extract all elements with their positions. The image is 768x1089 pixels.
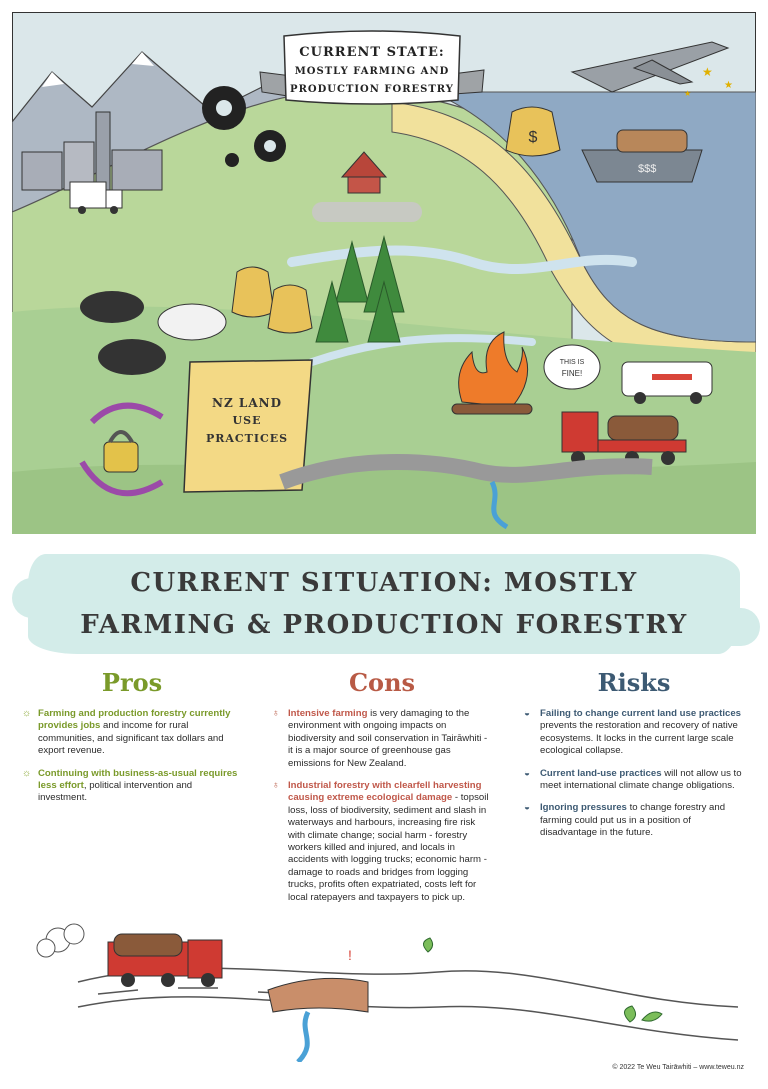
title-wash-left xyxy=(12,578,172,618)
gear-icon xyxy=(202,86,286,167)
svg-text:PRACTICES: PRACTICES xyxy=(206,432,288,445)
ambulance-icon xyxy=(621,361,713,404)
mushroom-icon: ♁ xyxy=(272,708,280,719)
svg-text:!: ! xyxy=(348,947,352,963)
risks-column: Risks ◒ Failing to change current land u… xyxy=(524,668,744,850)
marae-house xyxy=(340,151,388,194)
cons-column: Cons ♁ Intensive farming is very damagin… xyxy=(272,668,492,914)
risks-item: ◒ Failing to change current land use pra… xyxy=(524,708,741,757)
drop-icon: ◒ xyxy=(524,708,531,719)
risks-heading: Risks xyxy=(597,668,671,697)
title-band: CURRENT SITUATION: MOSTLY FARMING & PROD… xyxy=(0,548,768,660)
page-title: CURRENT SITUATION: MOSTLY FARMING & PROD… xyxy=(60,562,708,646)
logging-truck-icon xyxy=(107,933,223,987)
svg-text:$$$: $$$ xyxy=(638,163,656,175)
svg-text:★: ★ xyxy=(684,89,691,98)
fire-icon xyxy=(451,331,533,415)
copyright-footer: © 2022 Te Weu Tairāwhiti – www.teweu.nz xyxy=(612,1064,744,1071)
banner-line-3: PRODUCTION FORESTRY xyxy=(290,84,454,95)
cattle xyxy=(80,291,227,375)
sun-icon: ☼ xyxy=(22,708,32,719)
pros-item: ☼ Continuing with business-as-usual requ… xyxy=(22,767,238,804)
speech-bubble: THIS IS FINE! xyxy=(543,344,601,390)
cons-item: ♁ Industrial forestry with clearfell har… xyxy=(272,780,489,903)
cons-item: ♁ Intensive farming is very damaging to … xyxy=(272,708,488,769)
title-banner: CURRENT STATE: MOSTLY FARMING AND PRODUC… xyxy=(259,30,485,105)
svg-text:USE: USE xyxy=(233,414,262,427)
risks-item: ◒ Current land-use practices will not al… xyxy=(524,767,742,792)
drop-icon: ◒ xyxy=(524,767,531,779)
sprout-icon xyxy=(423,937,663,1023)
page-title-line-1: CURRENT SITUATION: MOSTLY xyxy=(130,568,638,598)
svg-text:THIS IS: THIS IS xyxy=(560,359,585,366)
pros-item: ☼ Farming and production forestry curren… xyxy=(22,708,231,757)
pine-trees xyxy=(315,235,405,343)
hero-illustration: CURRENT STATE: MOSTLY FARMING AND PRODUC… xyxy=(12,12,756,534)
pros-heading: Pros xyxy=(101,668,163,697)
mushroom-icon: ♁ xyxy=(272,780,280,792)
drop-icon: ◒ xyxy=(524,802,531,814)
title-wash-right xyxy=(590,608,760,646)
sun-icon: ☼ xyxy=(22,767,32,779)
pros-column: Pros ☼ Farming and production forestry c… xyxy=(22,668,242,815)
svg-text:$: $ xyxy=(529,129,538,146)
risks-item: ◒ Ignoring pressures to change forestry … xyxy=(524,802,726,839)
svg-text:FINE!: FINE! xyxy=(562,369,582,378)
cargo-ship: $$$ xyxy=(581,129,703,183)
money-sacks xyxy=(231,266,313,334)
bottom-illustration: ! xyxy=(18,912,758,1064)
page-title-line-2: FARMING & PRODUCTION FORESTRY xyxy=(80,610,688,640)
padlock-icon xyxy=(79,402,164,497)
airplane-icon xyxy=(570,41,730,93)
cons-heading: Cons xyxy=(348,668,416,697)
banner-line-2: MOSTLY FARMING AND xyxy=(295,66,450,77)
dust-cloud xyxy=(36,923,85,958)
logging-truck-icon xyxy=(561,411,687,465)
banner-line-1: CURRENT STATE: xyxy=(299,45,444,60)
land-use-scroll: NZ LAND USE PRACTICES xyxy=(183,359,313,493)
money-bag-icon: $ xyxy=(505,106,561,157)
delivery-truck-icon xyxy=(69,181,123,214)
svg-text:★: ★ xyxy=(702,65,713,79)
svg-text:★: ★ xyxy=(724,80,733,91)
svg-text:NZ LAND: NZ LAND xyxy=(212,396,282,410)
